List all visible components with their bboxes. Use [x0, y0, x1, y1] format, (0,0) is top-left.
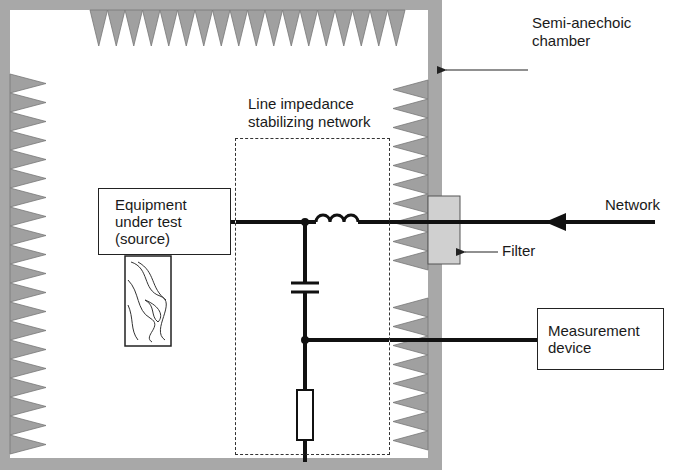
absorber-cone: [300, 10, 318, 46]
absorber-cone: [283, 10, 301, 46]
absorber-cone: [10, 302, 46, 321]
absorber-cone: [393, 355, 428, 374]
absorber-cone: [393, 118, 428, 137]
junction-dot: [301, 336, 309, 344]
box-text: Equipment under test (source): [115, 196, 214, 248]
wooden-stand: [125, 256, 171, 346]
absorber-cone: [10, 74, 46, 93]
absorber-cone: [393, 137, 428, 156]
filter-label: Filter: [502, 242, 562, 260]
absorber-cone: [160, 10, 178, 46]
absorber-cone: [393, 175, 428, 194]
absorber-cone: [265, 10, 283, 46]
absorber-cone: [195, 10, 213, 46]
absorber-cone: [143, 10, 161, 46]
absorber-cone: [318, 10, 336, 46]
absorber-cone: [10, 416, 46, 435]
absorber-cone: [248, 10, 266, 46]
lisn-dashed-box: Line impedance stabilizing network: [235, 138, 390, 455]
absorber-cone: [213, 10, 231, 46]
absorber-cone: [393, 374, 428, 393]
box-heading: Line impedance stabilizing network: [248, 95, 390, 131]
absorber-cone: [10, 321, 46, 340]
absorber-cone: [393, 80, 428, 99]
absorber-cone: [10, 435, 46, 454]
absorber-cone: [393, 251, 428, 270]
absorber-cone: [393, 431, 428, 450]
absorber-cone: [370, 10, 388, 46]
absorber-cone: [10, 245, 46, 264]
network-arrowhead: [545, 213, 566, 231]
equipment-box: Equipment under test (source): [98, 188, 231, 255]
absorber-cone: [393, 194, 428, 213]
network-label: Network: [590, 196, 660, 214]
absorber-cone: [10, 207, 46, 226]
absorber-cone: [10, 226, 46, 245]
chamber-label: Semi-anechoic chamber: [532, 14, 664, 50]
absorber-cone: [10, 93, 46, 112]
absorber-cone: [393, 156, 428, 175]
signal-wire: [390, 338, 537, 342]
absorber-cone: [10, 264, 46, 283]
absorber-cone: [90, 10, 108, 46]
leader-arrow: [446, 69, 528, 70]
absorber-cone: [393, 317, 428, 336]
chamber-wall: [0, 0, 442, 470]
measurement-box: Measurement device: [537, 308, 664, 370]
absorber-cone: [10, 378, 46, 397]
absorber-cone: [393, 232, 428, 251]
filter-block: [428, 196, 460, 264]
absorber-cone: [393, 393, 428, 412]
lisn-circuit: [236, 215, 655, 462]
absorber-cone: [10, 188, 46, 207]
absorber-cone: [10, 131, 46, 150]
absorber-cone: [10, 112, 46, 131]
absorber-cone: [10, 150, 46, 169]
absorber-cone: [388, 10, 406, 46]
absorber-cone: [335, 10, 353, 46]
leader-arrow: [465, 251, 498, 252]
absorber-cone: [108, 10, 126, 46]
absorber-cone: [230, 10, 248, 46]
absorber-cone: [393, 412, 428, 431]
absorber-cone: [393, 99, 428, 118]
absorber-cone: [10, 340, 46, 359]
absorber-cone: [10, 359, 46, 378]
absorber-cone: [125, 10, 143, 46]
absorber-cone: [393, 298, 428, 317]
absorber-cone: [353, 10, 371, 46]
box-text: Measurement device: [548, 322, 653, 357]
junction-dot: [301, 218, 309, 226]
absorber-cone: [10, 397, 46, 416]
absorber-cone: [10, 169, 46, 188]
absorber-cone: [178, 10, 196, 46]
absorber-cones: [10, 10, 428, 454]
absorber-cone: [10, 283, 46, 302]
